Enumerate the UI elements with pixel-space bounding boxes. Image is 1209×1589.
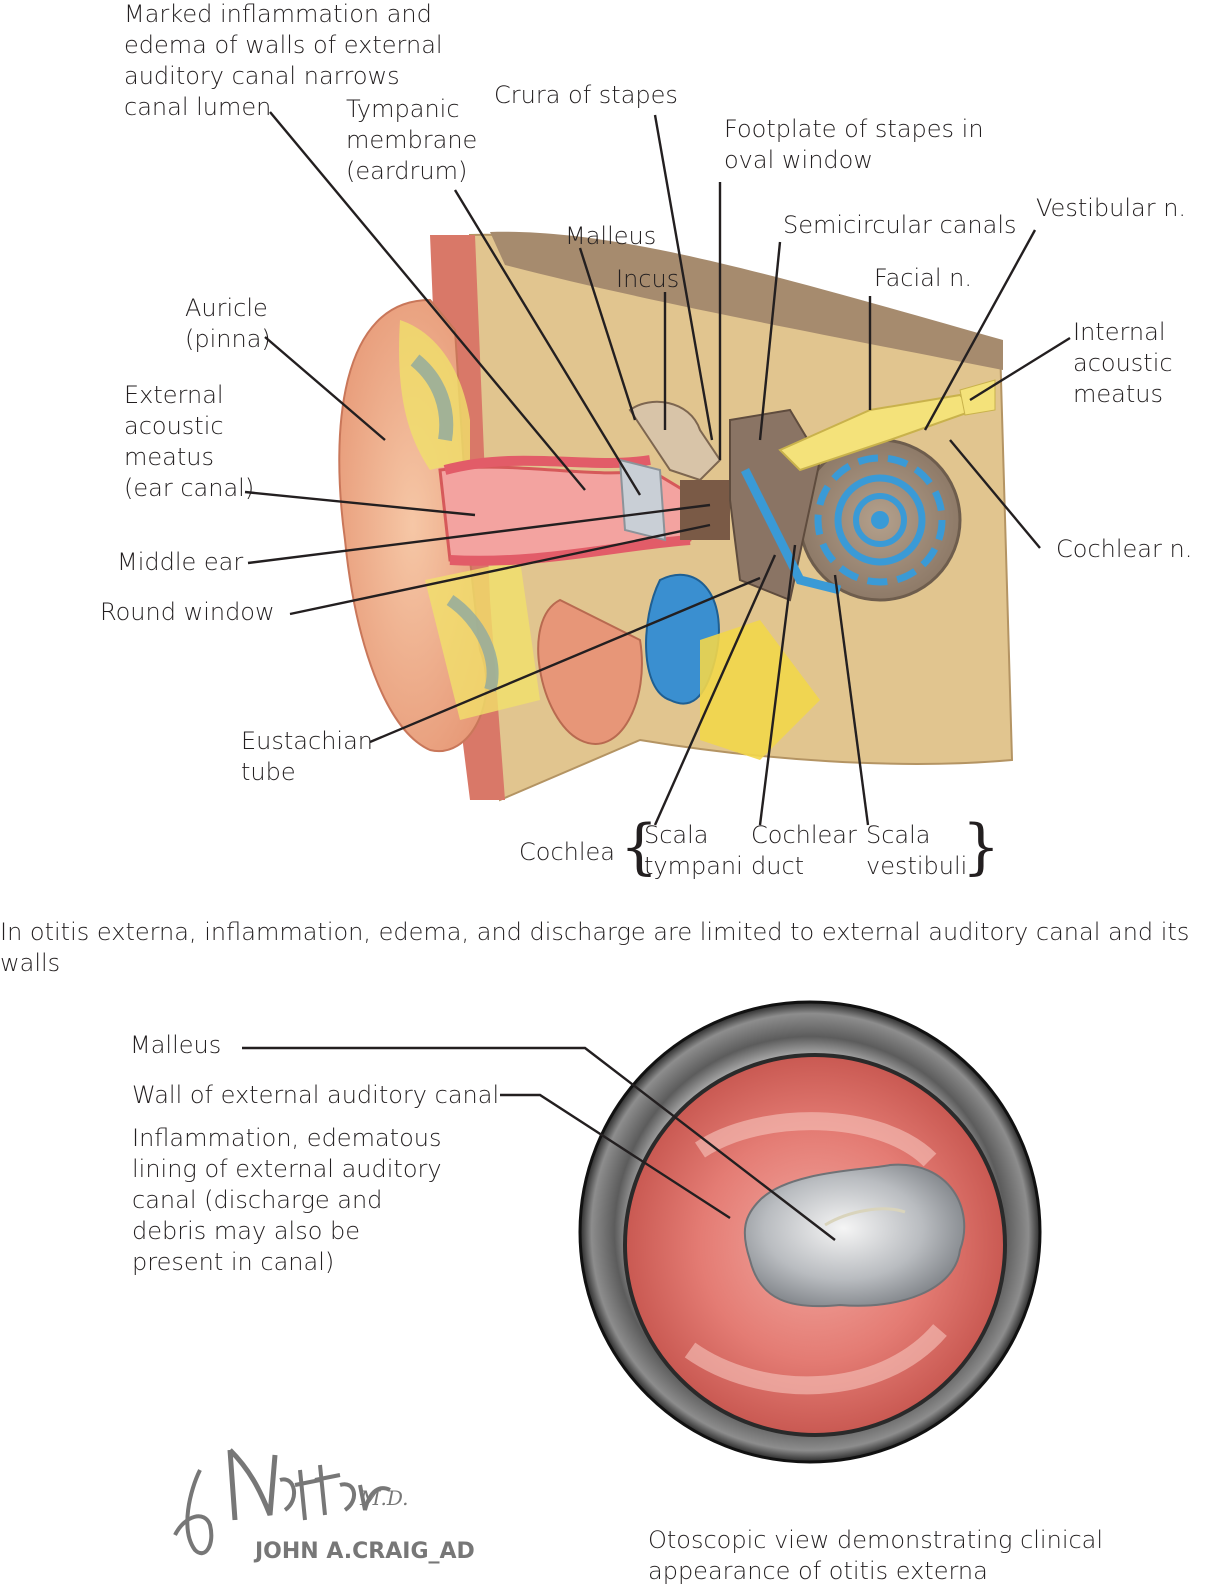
label-auricle: Auricle (pinna) xyxy=(185,294,271,353)
svg-text:M.D.: M.D. xyxy=(359,1486,409,1510)
tympanic-membrane-shape xyxy=(618,458,667,542)
label-marked-inflammation: Marked inflammation and edema of walls o… xyxy=(124,0,443,121)
label-round-window: Round window xyxy=(100,598,275,626)
label-malleus-top: Malleus xyxy=(565,222,657,250)
label-cochlea: Cochlea xyxy=(519,838,615,866)
label-scala-tympani: Scala tympani xyxy=(644,821,743,880)
label-wall-of-canal: Wall of external auditory canal xyxy=(132,1081,500,1109)
label-scala-vestibuli: Scala vestibuli xyxy=(866,821,968,880)
label-facial-n: Facial n. xyxy=(874,264,973,292)
label-tympanic-membrane: Tympanic membrane (eardrum) xyxy=(346,95,478,185)
label-cochlear-duct: Cochlear duct xyxy=(751,821,857,880)
label-otoscopic-view: Otoscopic view demonstrating clinical ap… xyxy=(648,1526,1104,1585)
label-malleus-bottom: Malleus xyxy=(130,1031,222,1059)
label-incus: Incus xyxy=(616,265,680,293)
label-eustachian-tube: Eustachian tube xyxy=(241,727,373,786)
label-inflammation-lining: Inflammation, edematous lining of extern… xyxy=(132,1124,442,1276)
cochlea-brace-right: } xyxy=(962,812,1001,882)
label-semicircular-canals: Semicircular canals xyxy=(783,211,1017,239)
label-vestibular-n: Vestibular n. xyxy=(1036,194,1187,222)
svg-text:JOHN A.CRAIG_AD: JOHN A.CRAIG_AD xyxy=(253,1539,475,1564)
label-middle-ear: Middle ear xyxy=(117,548,244,576)
label-crura-of-stapes: Crura of stapes xyxy=(494,81,678,109)
artist-signature: M.D. JOHN A.CRAIG_AD xyxy=(173,1448,475,1564)
label-cochlear-n: Cochlear n. xyxy=(1056,535,1193,563)
label-external-acoustic-meatus: External acoustic meatus (ear canal) xyxy=(124,381,255,502)
label-footplate-of-stapes: Footplate of stapes in oval window xyxy=(724,115,984,174)
label-internal-acoustic-meatus: Internal acoustic meatus xyxy=(1073,318,1173,408)
figure-caption: In otitis externa, inflammation, edema, … xyxy=(0,918,1190,977)
cochlea-brace-left: { xyxy=(620,812,659,882)
